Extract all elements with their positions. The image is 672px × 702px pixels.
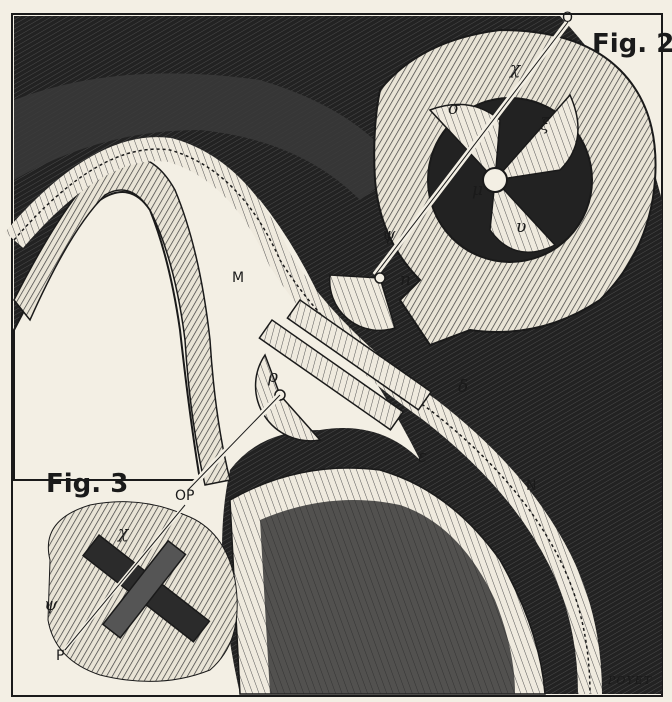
label-upsilon: υ (516, 217, 526, 237)
label-chi: χ (509, 59, 522, 79)
label-sigma-fin: σ (448, 99, 460, 119)
label-xi: ξ (540, 115, 551, 135)
label-psi-fig3: ψ (44, 595, 58, 615)
label-M: M (232, 270, 244, 286)
label-n: n (400, 270, 411, 290)
fig3-title: Fig. 3 (46, 469, 128, 499)
engraver-signature: POYET (607, 674, 653, 687)
label-delta: δ (458, 377, 468, 397)
label-chi-fig3: χ (117, 523, 130, 543)
label-rho: ρ (267, 367, 278, 387)
label-psi: ψ (382, 225, 396, 245)
label-O-bottom: O (175, 488, 186, 504)
fig2-title: Fig. 2 (592, 29, 672, 59)
label-N: N (526, 478, 536, 494)
label-epsilon: ε (418, 447, 427, 467)
label-P-bottom: P (186, 488, 194, 504)
label-O-top: O (562, 10, 573, 26)
label-P-fig3: P (56, 648, 64, 664)
label-mu: μ (472, 180, 483, 200)
